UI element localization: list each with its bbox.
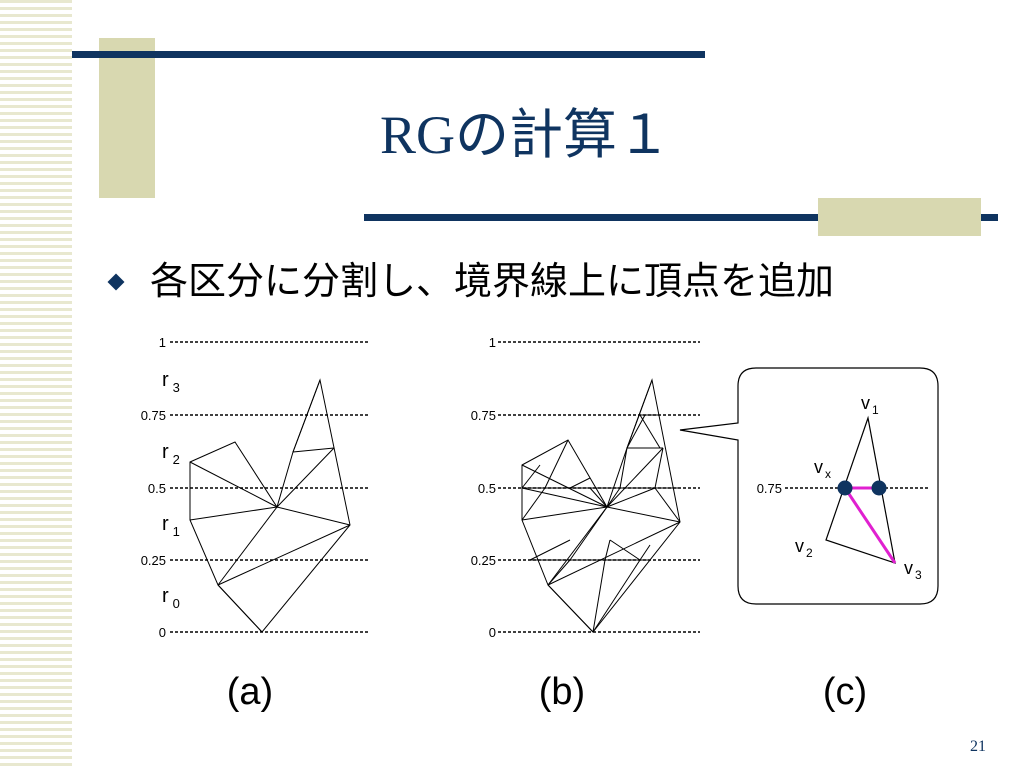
panel-b <box>498 341 700 633</box>
tick-025-b: 0.25 <box>471 553 496 568</box>
tick-075-b: 0.75 <box>471 408 496 423</box>
left-margin-stripes <box>0 0 72 768</box>
highlight-edge-diagonal <box>843 487 897 564</box>
slide-title: RGの計算１ <box>380 105 672 165</box>
panel-c <box>679 367 939 605</box>
inset-tick-075: 0.75 <box>757 481 782 496</box>
title-top-rule <box>72 51 705 58</box>
panel-a-mesh <box>189 378 351 633</box>
vertex-dot-left <box>837 480 853 496</box>
tick-025-a: 0.25 <box>141 553 166 568</box>
panel-b-level-lines <box>498 341 700 633</box>
panel-a-level-lines <box>170 341 370 633</box>
diamond-bullet-icon <box>107 273 125 291</box>
panel-label-c: (c) <box>823 671 867 713</box>
tick-0-a: 0 <box>159 625 166 640</box>
callout-box <box>679 367 939 605</box>
page-number: 21 <box>970 738 986 755</box>
panel-label-a: (a) <box>227 671 273 713</box>
title-decoration-square <box>99 38 155 198</box>
tick-05-b: 0.5 <box>478 481 496 496</box>
panel-a <box>170 341 370 633</box>
tick-1-a: 1 <box>159 335 166 350</box>
tick-0-b: 0 <box>489 625 496 640</box>
bullet-text: 各区分に分割し、境界線上に頂点を追加 <box>150 259 835 303</box>
panel-label-b: (b) <box>539 671 585 713</box>
vertex-dot-right <box>871 480 887 496</box>
tick-075-a: 0.75 <box>141 408 166 423</box>
tick-05-a: 0.5 <box>148 481 166 496</box>
title-bottom-rule <box>364 214 998 221</box>
panel-b-mesh <box>521 378 681 633</box>
tick-1-b: 1 <box>489 335 496 350</box>
title-decoration-bar <box>818 198 981 236</box>
